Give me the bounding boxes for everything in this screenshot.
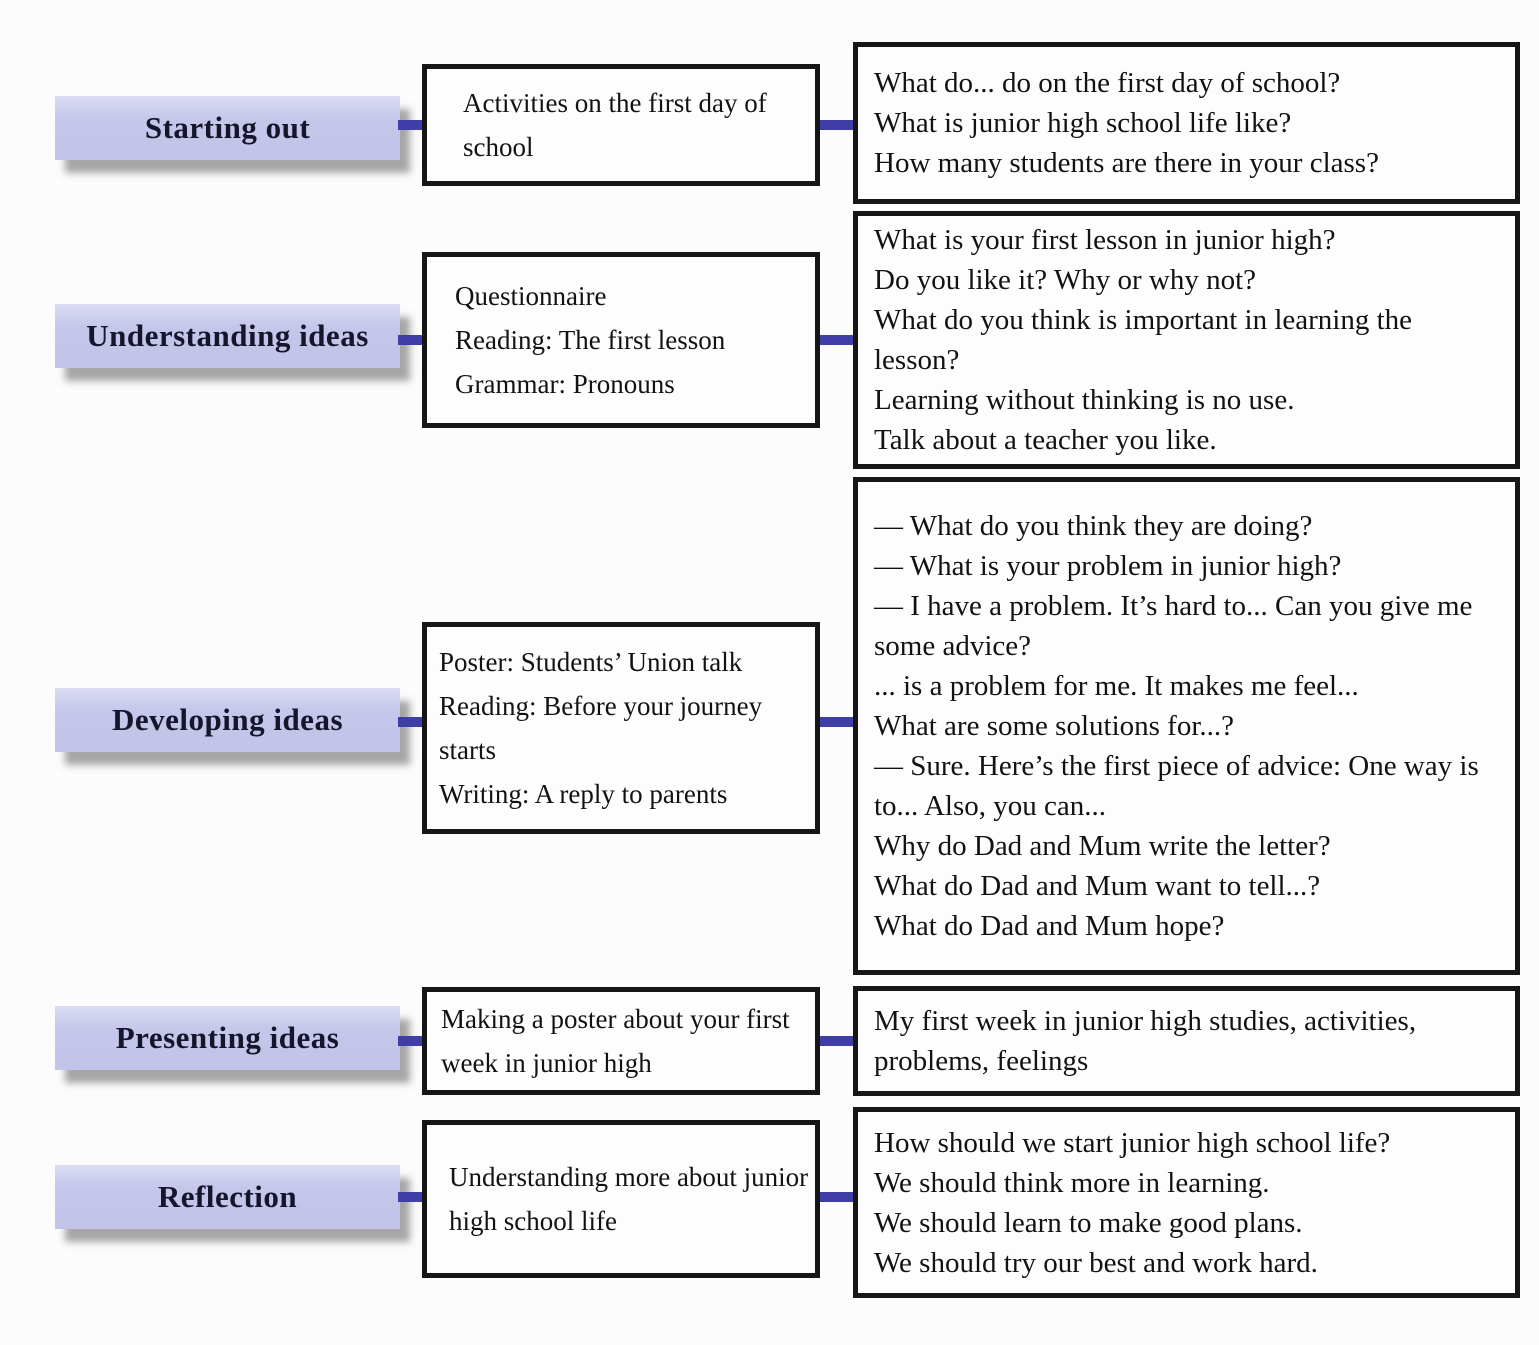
- text-line: Poster: Students’ Union talk: [439, 647, 743, 677]
- text-line: — What is your problem in junior high?: [874, 550, 1342, 582]
- text-line: Learning without thinking is no use.: [874, 384, 1295, 416]
- text-line: Writing: A reply to parents: [439, 779, 728, 809]
- text-line: Grammar: Pronouns: [455, 369, 675, 399]
- text-line: Do you like it? Why or why not?: [874, 264, 1257, 296]
- connector-right-row2: [820, 335, 853, 345]
- details-box-reflection: How should we start junior high school l…: [853, 1107, 1520, 1298]
- text-line: My first week in junior high studies, ac…: [874, 1005, 1417, 1077]
- text-line: What are some solutions for...?: [874, 710, 1234, 742]
- content-box-starting-out: Activities on the first day of school: [422, 64, 820, 186]
- text-line: We should think more in learning.: [874, 1166, 1270, 1199]
- text-line: Why do Dad and Mum write the letter?: [874, 830, 1331, 862]
- connector-right-row5: [820, 1192, 853, 1202]
- text-line: What do Dad and Mum want to tell...?: [874, 870, 1321, 902]
- text-line: What do Dad and Mum hope?: [874, 910, 1225, 942]
- connector-left-row4: [398, 1036, 424, 1046]
- text-line: Reading: The first lesson: [455, 325, 726, 355]
- text-line: What is your first lesson in junior high…: [874, 224, 1336, 256]
- text-line: We should learn to make good plans.: [874, 1206, 1303, 1239]
- text-line: Reading: Before your journey starts: [439, 691, 763, 765]
- text-line: ... is a problem for me. It makes me fee…: [874, 670, 1359, 702]
- text-line: What do... do on the first day of school…: [874, 67, 1341, 99]
- text-line: Activities on the first day of school: [463, 88, 767, 162]
- details-box-starting-out: What do... do on the first day of school…: [853, 42, 1520, 204]
- details-box-developing-ideas: — What do you think they are doing? — Wha…: [853, 477, 1520, 975]
- text-line: Talk about a teacher you like.: [874, 424, 1217, 456]
- connector-left-row3: [398, 717, 424, 727]
- connector-left-row2: [398, 335, 424, 345]
- details-box-understanding-ideas: What is your first lesson in junior high…: [853, 211, 1520, 469]
- connector-right-row1: [820, 120, 853, 130]
- details-box-presenting-ideas: My first week in junior high studies, ac…: [853, 986, 1520, 1096]
- text-line: — I have a problem. It’s hard to... Can …: [874, 590, 1473, 662]
- text-line: — Sure. Here’s the first piece of advice…: [874, 750, 1479, 822]
- text-line: We should try our best and work hard.: [874, 1246, 1318, 1279]
- stage-label-developing-ideas: Developing ideas: [55, 688, 400, 752]
- stage-label-reflection: Reflection: [55, 1165, 400, 1229]
- text-line: How many students are there in your clas…: [874, 147, 1379, 179]
- connector-right-row3: [820, 717, 853, 727]
- stage-label-presenting-ideas: Presenting ideas: [55, 1006, 400, 1070]
- text-line: Questionnaire: [455, 281, 607, 311]
- text-line: What do you think is important in learni…: [874, 304, 1413, 376]
- connector-left-row1: [398, 120, 424, 130]
- text-line: What is junior high school life like?: [874, 107, 1292, 139]
- stage-label-starting-out: Starting out: [55, 96, 400, 160]
- connector-left-row5: [398, 1192, 424, 1202]
- connector-right-row4: [820, 1036, 853, 1046]
- content-box-reflection: Understanding more about junior high sch…: [422, 1120, 820, 1278]
- text-line: How should we start junior high school l…: [874, 1126, 1391, 1159]
- text-line: Understanding more about junior high sch…: [449, 1162, 809, 1236]
- text-line: Making a poster about your first week in…: [441, 1004, 790, 1078]
- text-line: — What do you think they are doing?: [874, 510, 1313, 542]
- stage-label-understanding-ideas: Understanding ideas: [55, 304, 400, 368]
- content-box-presenting-ideas: Making a poster about your first week in…: [422, 987, 820, 1095]
